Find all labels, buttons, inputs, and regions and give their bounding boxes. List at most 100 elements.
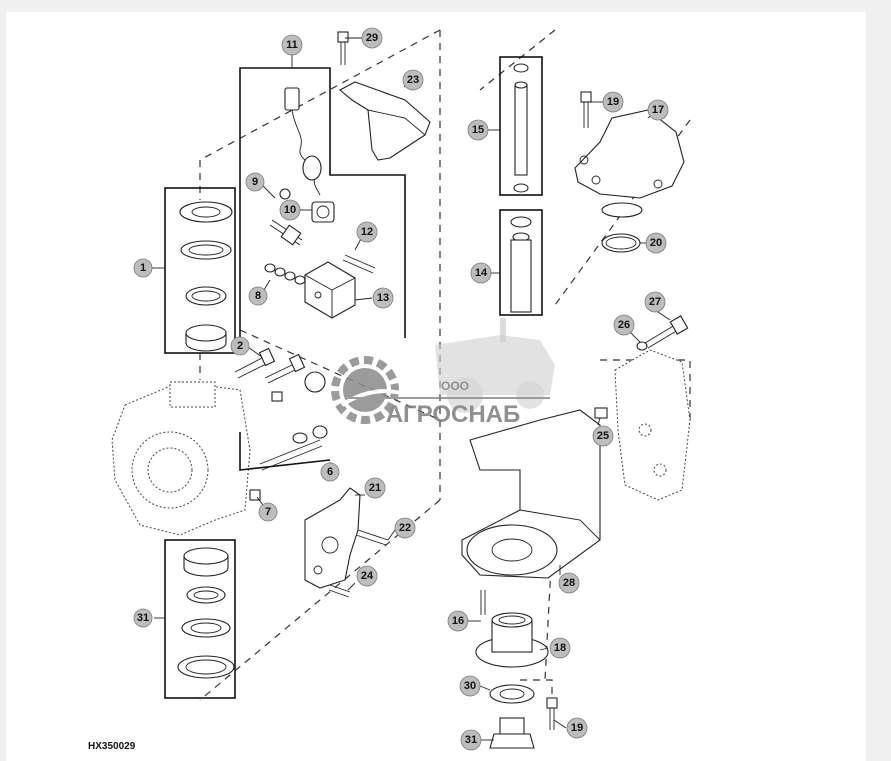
svg-text:1: 1: [140, 262, 146, 274]
part-8-o-rings: [264, 263, 306, 285]
watermark-company-name: АГРОСНАБ: [386, 401, 521, 428]
svg-text:18: 18: [554, 642, 566, 654]
svg-text:13: 13: [377, 292, 389, 304]
frame-part-15: [499, 56, 543, 196]
svg-text:9: 9: [252, 176, 258, 188]
part-31-plug: [489, 717, 535, 749]
callout-10: 10: [279, 199, 301, 221]
part-7-fitting-lower: [249, 489, 261, 501]
svg-text:27: 27: [649, 296, 661, 308]
callout-29: 29: [361, 27, 383, 49]
callout-22: 22: [394, 517, 416, 539]
callout-15: 15: [467, 119, 489, 141]
frame-part-14: [499, 209, 543, 316]
callout-7: 7: [258, 502, 278, 522]
watermark: ООО АГРОСНАБ: [331, 318, 555, 428]
part-13-valve-block: [304, 261, 356, 319]
svg-text:6: 6: [327, 466, 333, 478]
part-29-bolt: [337, 31, 349, 65]
svg-text:23: 23: [407, 74, 419, 86]
svg-text:2: 2: [237, 340, 243, 352]
part-19-bolt-lower: [520, 679, 558, 730]
part-25-bracket: [594, 349, 691, 501]
svg-text:26: 26: [618, 319, 630, 331]
part-23-bracket: [339, 81, 431, 161]
gear-icon: [331, 356, 421, 424]
callout-25: 25: [592, 425, 614, 447]
callout-27: 27: [644, 291, 666, 313]
part-21-bracket: [304, 487, 361, 589]
part-26-washer: [636, 341, 648, 351]
callout-24: 24: [356, 565, 378, 587]
main-housing: [111, 381, 251, 536]
part-10-solenoid: [279, 188, 335, 223]
svg-text:10: 10: [284, 204, 296, 216]
part-14-tube: [510, 216, 532, 313]
part-1-lower-bearing-set: [177, 547, 235, 679]
svg-text:22: 22: [399, 522, 411, 534]
callout-11: 11: [281, 34, 303, 56]
frame-part-1-lower: [164, 539, 236, 699]
svg-text:31: 31: [137, 612, 149, 624]
svg-text:7: 7: [265, 506, 271, 518]
callout-2: 2: [230, 336, 250, 356]
callout-12: 12: [356, 221, 378, 243]
callout-31: 3131: [460, 729, 482, 751]
svg-text:25: 25: [597, 430, 609, 442]
callout-14: 14: [470, 262, 492, 284]
part-20-o-ring: [601, 233, 641, 253]
frame-part-11: [239, 67, 406, 338]
svg-text:8: 8: [255, 290, 261, 302]
callout-18: 18: [549, 637, 571, 659]
tractor-icon: [435, 318, 555, 413]
svg-text:28: 28: [563, 577, 575, 589]
part-16-bolt: [480, 590, 486, 615]
svg-text:30: 30: [464, 680, 476, 692]
part-28-bracket: [461, 409, 601, 579]
callout-28: 28: [558, 572, 580, 594]
diagram-sheet: [6, 12, 866, 761]
svg-text:29: 29: [366, 32, 378, 44]
svg-text:20: 20: [650, 237, 662, 249]
part-1-upper-bearing-set: [179, 201, 233, 352]
callout-20: 20: [645, 232, 667, 254]
part-19-bolt-upper: [580, 91, 592, 128]
svg-text:21: 21: [369, 482, 381, 494]
svg-text:19: 19: [607, 96, 619, 108]
callout-8: 8: [248, 286, 268, 306]
callout-19-lower: 19: [566, 717, 588, 739]
callout-17: 17: [647, 99, 669, 121]
svg-text:24: 24: [361, 570, 374, 582]
part-9-valve-stem: [269, 219, 303, 246]
part-12-bolt: [342, 254, 376, 274]
part-2-bolts: [234, 347, 306, 384]
svg-text:11: 11: [286, 39, 298, 51]
callout-1-lower: 31: [133, 608, 153, 628]
callout-16: 16: [447, 610, 469, 632]
part-17-cover: [574, 109, 685, 218]
svg-text:31: 31: [465, 734, 477, 746]
callout-19-upper: 19: [602, 91, 624, 113]
watermark-prefix: ООО: [441, 379, 469, 393]
part-24-bolt: [328, 584, 351, 598]
svg-text:15: 15: [472, 124, 484, 136]
callout-9: 9: [245, 172, 265, 192]
part-18-flange-bushing: [475, 612, 549, 668]
callout-13: 13: [372, 287, 394, 309]
callout-6: 6: [320, 462, 340, 482]
callout-21: 21: [364, 477, 386, 499]
svg-text:17: 17: [652, 104, 664, 116]
svg-text:12: 12: [361, 226, 373, 238]
figure-id: HX350029: [88, 741, 136, 752]
callout-23: 23: [402, 69, 424, 91]
part-11-sensor-cable: [284, 87, 322, 196]
part-27-bolt: [644, 315, 689, 349]
part-6-valve: [239, 371, 331, 471]
svg-text:14: 14: [475, 267, 488, 279]
callout-1-upper: 1: [133, 258, 153, 278]
part-22-bolt: [355, 529, 389, 546]
part-30-washer: [489, 684, 535, 704]
svg-text:19: 19: [571, 722, 583, 734]
callout-30: 30: [459, 675, 481, 697]
